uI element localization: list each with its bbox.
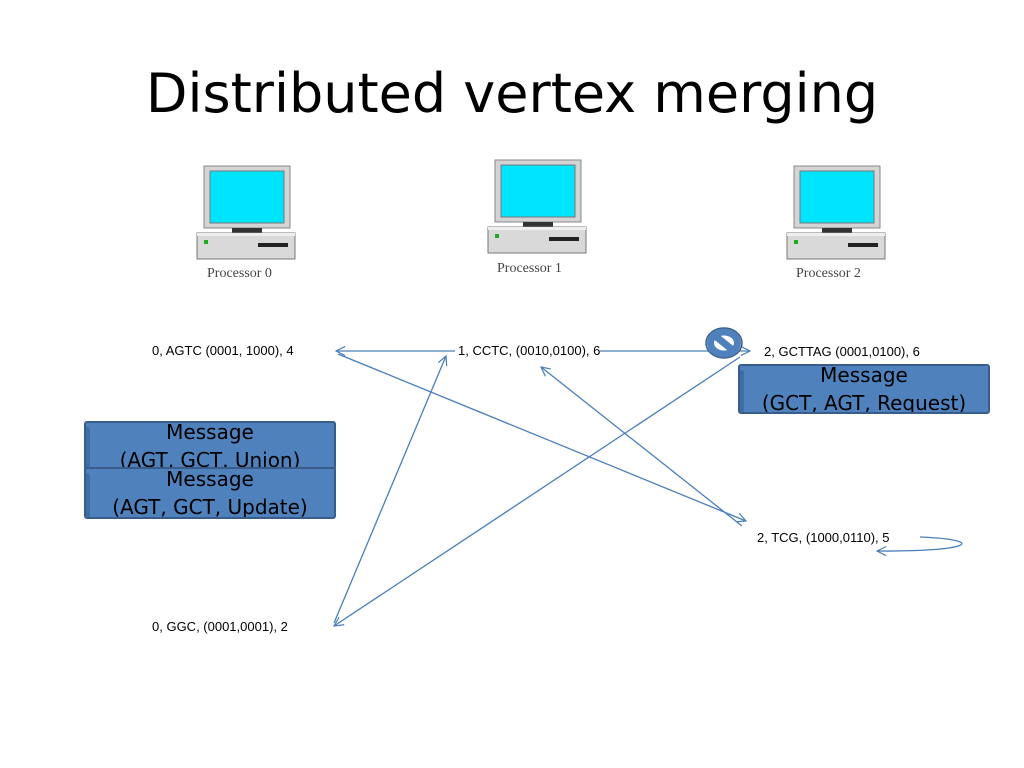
processor-label: Processor 2 xyxy=(796,266,861,281)
processor-label: Processor 1 xyxy=(497,261,562,276)
message-body: (GCT, AGT, Request) xyxy=(761,391,967,414)
edge-arrow xyxy=(541,367,743,527)
vertex-gcttag: 2, GCTTAG (0001,0100), 6 xyxy=(764,344,920,359)
message-update: Message (AGT, GCT, Update) xyxy=(84,467,336,519)
message-body: (AGT, GCT, Union) xyxy=(119,448,301,471)
vertex-cctc: 1, CCTC, (0010,0100), 6 xyxy=(458,343,601,358)
message-body: (AGT, GCT, Update) xyxy=(112,495,308,519)
banner-curl xyxy=(86,427,90,469)
banner-curl xyxy=(740,370,744,412)
banner-curl xyxy=(86,473,90,517)
message-title: Message xyxy=(820,364,908,387)
computer-icon xyxy=(786,165,886,260)
slide-title: Distributed vertex merging xyxy=(145,62,879,125)
computer-icon xyxy=(196,165,296,260)
computer-icon xyxy=(487,159,587,254)
vertex-tcg: 2, TCG, (1000,0110), 5 xyxy=(757,530,890,545)
message-title: Message xyxy=(166,421,254,444)
message-request: Message (GCT, AGT, Request) xyxy=(738,364,990,414)
no-entry-icon xyxy=(705,327,743,359)
vertex-ggc: 0, GGC, (0001,0001), 2 xyxy=(152,619,288,634)
message-union: Message (AGT, GCT, Union) xyxy=(84,421,336,471)
vertex-agtc: 0, AGTC (0001, 1000), 4 xyxy=(152,343,294,358)
edge-arrow xyxy=(333,356,446,624)
self-loop-arrow xyxy=(877,536,963,551)
processor-label: Processor 0 xyxy=(207,266,272,281)
edge-arrow xyxy=(334,356,741,626)
message-title: Message xyxy=(166,467,254,491)
edge-arrow xyxy=(337,353,746,521)
